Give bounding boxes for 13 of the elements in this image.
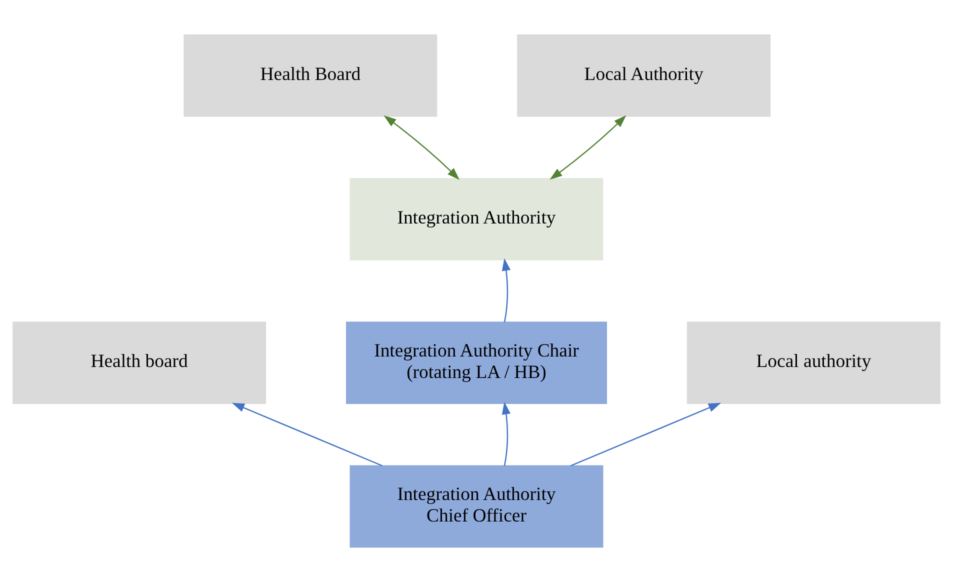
- node-box: Integration Authority Chief Officer: [350, 465, 604, 548]
- arrow: [502, 402, 511, 466]
- node-box: Integration Authority Chair (rotating LA / HB): [346, 322, 607, 404]
- node-box: Health Board: [184, 34, 438, 117]
- node-box: Integration Authority: [350, 178, 604, 260]
- arrow: [550, 115, 626, 180]
- arrow: [502, 258, 511, 322]
- node-box: Health board: [12, 322, 266, 404]
- node-box: Local authority: [686, 322, 940, 404]
- node-box: Local Authority: [517, 34, 771, 117]
- arrow: [232, 402, 382, 466]
- arrow: [384, 115, 460, 180]
- arrow: [570, 402, 722, 466]
